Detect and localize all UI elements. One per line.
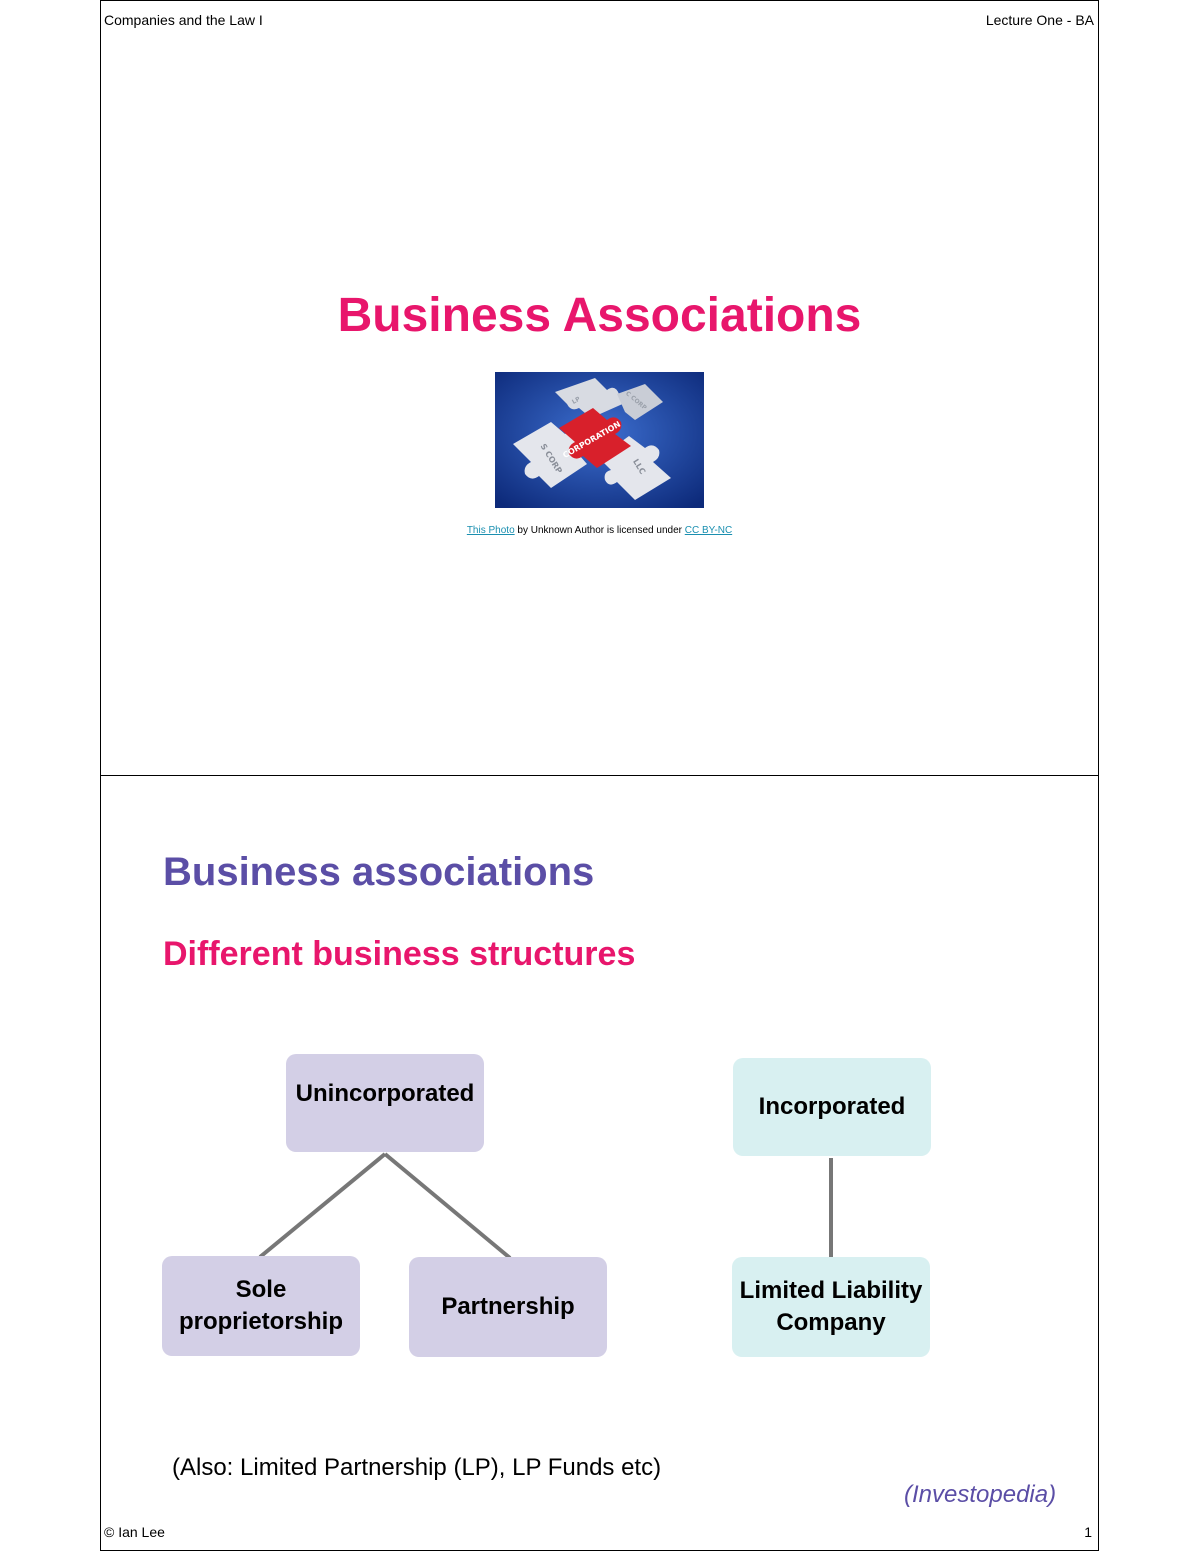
- node-partnership-label: Partnership: [441, 1291, 574, 1323]
- credit-text: by Unknown Author is licensed under: [515, 525, 685, 536]
- slide2-title: Business associations: [163, 850, 594, 895]
- node-incorporated: Incorporated: [733, 1058, 931, 1156]
- node-sole-line2: proprietorship: [179, 1306, 343, 1338]
- node-unincorporated-label: Unincorporated: [296, 1078, 475, 1110]
- header-course: Companies and the Law I: [104, 12, 263, 28]
- node-sole-proprietorship: Sole proprietorship: [162, 1256, 360, 1356]
- node-unincorporated: Unincorporated: [286, 1054, 484, 1152]
- slide1-title: Business Associations: [100, 288, 1099, 343]
- image-credit: This Photo by Unknown Author is licensed…: [100, 525, 1099, 536]
- node-partnership: Partnership: [409, 1257, 607, 1357]
- page-number: 1: [1084, 1524, 1092, 1540]
- puzzle-image: CORPORATION S CORP LLC LP C CORP: [495, 372, 704, 508]
- node-sole-line1: Sole: [179, 1274, 343, 1306]
- source-citation: (Investopedia): [904, 1481, 1056, 1509]
- license-link[interactable]: CC BY-NC: [685, 525, 732, 536]
- slide-divider: [100, 775, 1099, 776]
- node-incorporated-label: Incorporated: [759, 1091, 906, 1123]
- also-note: (Also: Limited Partnership (LP), LP Fund…: [172, 1454, 661, 1482]
- node-llc-line1: Limited Liability: [740, 1275, 923, 1307]
- node-limited-liability-company: Limited Liability Company: [732, 1257, 930, 1357]
- node-llc-line2: Company: [740, 1307, 923, 1339]
- slide2-subtitle: Different business structures: [163, 935, 635, 974]
- header-lecture: Lecture One - BA: [986, 12, 1094, 28]
- footer-author: © Ian Lee: [104, 1524, 165, 1540]
- photo-link[interactable]: This Photo: [467, 525, 515, 536]
